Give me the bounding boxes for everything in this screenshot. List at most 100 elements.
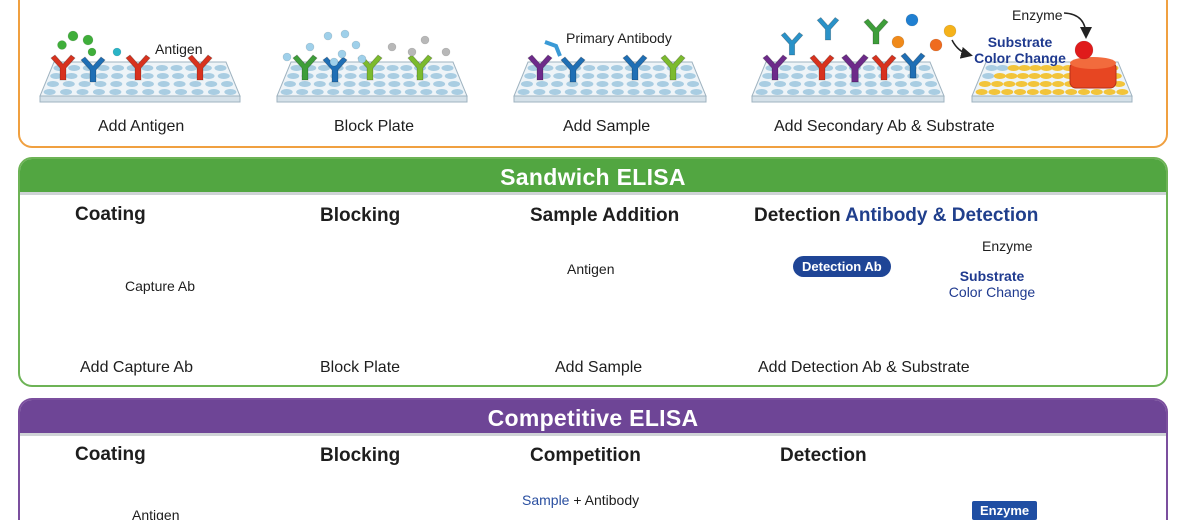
molecule-icon xyxy=(351,40,361,50)
molecule-icon xyxy=(407,47,417,57)
plate-well xyxy=(1005,73,1018,79)
plate-well xyxy=(433,81,446,87)
plate-well xyxy=(1103,89,1116,95)
plate-well xyxy=(996,65,1009,71)
plate-well xyxy=(344,73,357,79)
antigen-label: Antigen xyxy=(155,41,203,57)
plate-well xyxy=(372,65,385,71)
plate-well xyxy=(517,89,530,95)
plate-well xyxy=(597,65,610,71)
plate-well xyxy=(921,73,934,79)
plate-well xyxy=(435,89,448,95)
plate-well xyxy=(97,65,110,71)
plate-well xyxy=(1052,81,1065,87)
plate-well xyxy=(111,73,124,79)
plate-well xyxy=(173,81,186,87)
plate-well xyxy=(313,81,326,87)
microplate xyxy=(513,61,707,103)
molecule-icon xyxy=(891,35,905,49)
plate-well xyxy=(988,89,1001,95)
plate-well xyxy=(373,73,386,79)
plate-well xyxy=(76,89,89,95)
molecule-icon xyxy=(943,24,957,38)
plate-well xyxy=(524,73,537,79)
plate-well xyxy=(157,81,170,87)
plate-well xyxy=(1116,89,1129,95)
plate-well xyxy=(317,65,330,71)
plate-well xyxy=(1026,89,1039,95)
plate-well xyxy=(638,65,651,71)
plate-well xyxy=(373,89,386,95)
plate-well xyxy=(1051,73,1064,79)
plate-well xyxy=(202,73,215,79)
plate-well xyxy=(358,81,371,87)
plate-well xyxy=(1015,81,1028,87)
molecule-icon xyxy=(57,40,67,50)
antibody-icon xyxy=(841,53,869,83)
plate-well xyxy=(315,73,328,79)
step-title-detection: Detection Antibody & Detection xyxy=(754,205,1038,227)
enzyme-icon xyxy=(1074,40,1094,60)
antibody-icon xyxy=(900,52,926,79)
molecule-icon xyxy=(67,30,79,42)
antigen-label: Antigen xyxy=(132,507,180,520)
enzyme-box: Enzyme xyxy=(972,501,1038,520)
plate-well xyxy=(296,89,309,95)
plate-well xyxy=(909,81,922,87)
plate-well xyxy=(687,81,700,87)
antibody-icon xyxy=(292,54,318,81)
plate-well xyxy=(834,73,847,79)
plate-well xyxy=(626,81,639,87)
plate-well xyxy=(993,73,1006,79)
step-title-detection: Detection xyxy=(780,445,867,466)
molecule-icon xyxy=(340,29,350,39)
plate-well xyxy=(1028,73,1041,79)
sandwich-elisa-panel: Sandwich ELISA xyxy=(18,157,1168,387)
plate-well xyxy=(551,81,564,87)
plate-well xyxy=(158,89,171,95)
enzyme-label: Enzyme xyxy=(982,238,1033,254)
plate-well xyxy=(430,73,443,79)
molecule-icon xyxy=(929,38,943,52)
plate-well xyxy=(80,73,93,79)
plate-well xyxy=(643,89,656,95)
plate-well xyxy=(387,73,400,79)
caption-add-secondary: Add Secondary Ab & Substrate xyxy=(774,118,995,135)
step-title-competition: Competition xyxy=(530,445,641,466)
plate-well xyxy=(892,73,905,79)
plate-well xyxy=(207,89,220,95)
plate-well xyxy=(641,81,654,87)
molecule-icon xyxy=(87,47,97,57)
plate-well xyxy=(776,73,789,79)
molecule-icon xyxy=(305,42,315,52)
plate-well xyxy=(444,73,457,79)
plate-well xyxy=(536,81,549,87)
plate-well xyxy=(1014,89,1027,95)
plate-well xyxy=(849,81,862,87)
plate-well xyxy=(1003,81,1016,87)
antibody-icon xyxy=(762,54,788,81)
plate-well xyxy=(896,89,909,95)
plate-well xyxy=(141,73,154,79)
plate-well xyxy=(1051,65,1064,71)
plate-well xyxy=(403,81,416,87)
plate-well xyxy=(68,65,81,71)
plate-well xyxy=(818,89,831,95)
plate-well xyxy=(1052,89,1065,95)
molecule-icon xyxy=(905,13,919,27)
sample-text: Sample xyxy=(522,492,570,508)
plate-well xyxy=(771,89,784,95)
plate-well xyxy=(1039,89,1052,95)
plate-well xyxy=(342,89,355,95)
molecule-icon xyxy=(441,47,451,57)
plate-well xyxy=(758,81,771,87)
plate-well xyxy=(549,89,562,95)
plate-well xyxy=(189,81,202,87)
plate-well xyxy=(894,81,907,87)
plate-well xyxy=(311,89,324,95)
plate-well xyxy=(283,81,296,87)
substrate-text: Substrate xyxy=(959,268,1025,284)
plate-well xyxy=(890,65,903,71)
plate-well xyxy=(789,81,802,87)
molecule-icon xyxy=(420,35,430,45)
